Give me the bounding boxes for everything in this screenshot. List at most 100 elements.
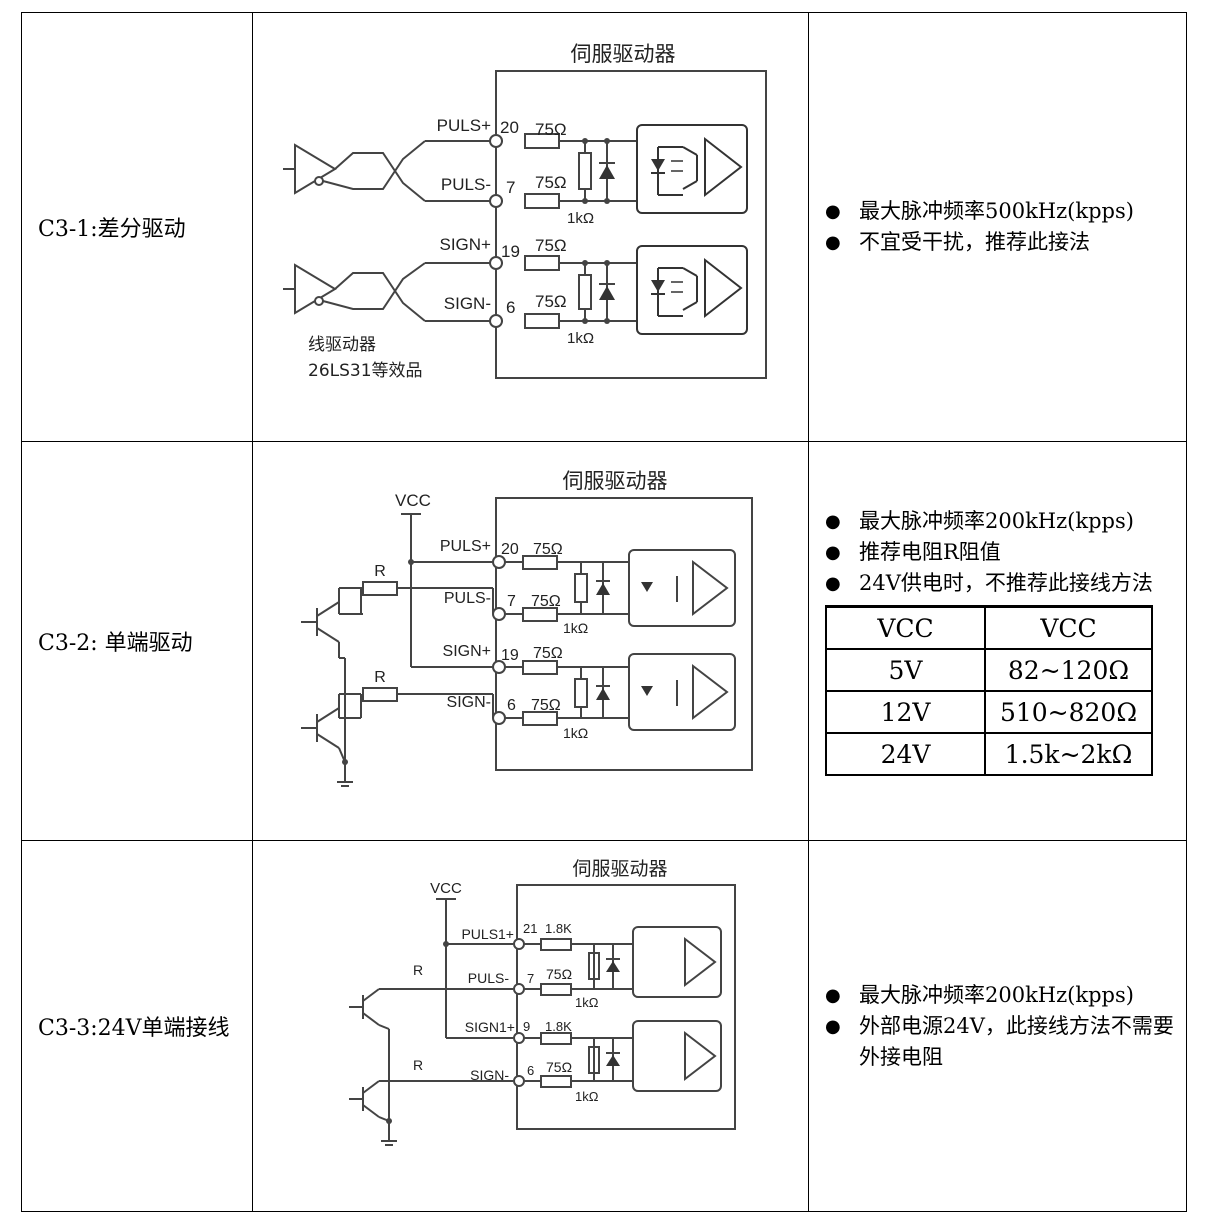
driver-title: 伺服驱动器 bbox=[572, 858, 667, 880]
list-item: 最大脉冲频率500kHz(kpps) bbox=[825, 196, 1186, 227]
table-cell: 24V bbox=[825, 732, 986, 776]
transistor-icon bbox=[301, 601, 361, 787]
resistor-r-label: R bbox=[413, 1057, 423, 1073]
list-item: 最大脉冲频率200kHz(kpps) bbox=[825, 980, 1186, 1011]
driver-title: 伺服驱动器 bbox=[563, 469, 668, 493]
pin-number: 6 bbox=[506, 298, 515, 317]
table-cell: VCC bbox=[984, 605, 1153, 650]
resistor-label: 75Ω bbox=[546, 1059, 572, 1075]
vcc-label: VCC bbox=[395, 491, 431, 510]
row-label: C3-3:24V单端接线 bbox=[21, 840, 253, 1212]
pin-label: PULS- bbox=[468, 970, 510, 986]
pin-number: 20 bbox=[501, 541, 519, 558]
table-row: C3-3:24V单端接线 伺服驱动器 VCC bbox=[21, 840, 1187, 1212]
shunt-label: 1kΩ bbox=[563, 620, 588, 636]
resistor-r-label: R bbox=[413, 962, 423, 978]
resistor-label: 75Ω bbox=[533, 645, 563, 662]
driver-title: 伺服驱动器 bbox=[571, 42, 676, 66]
table-cell: 1.5k~2kΩ bbox=[984, 732, 1153, 776]
table-row: C3-2: 单端驱动 伺服驱动器 VCC bbox=[21, 441, 1187, 841]
shunt-label: 1kΩ bbox=[567, 210, 594, 227]
table-cell: 510~820Ω bbox=[984, 690, 1153, 734]
table-cell: 82~120Ω bbox=[984, 648, 1153, 692]
pin-number: 21 bbox=[523, 921, 537, 936]
pin-number: 6 bbox=[507, 697, 516, 714]
table-cell: 12V bbox=[825, 690, 986, 734]
diagram-cell: 伺服驱动器 VCC bbox=[252, 840, 809, 1212]
notes-list: 最大脉冲频率200kHz(kpps) 推荐电阻R阻值 24V供电时，不推荐此接线… bbox=[825, 506, 1186, 599]
pin-label: SIGN1+ bbox=[465, 1019, 515, 1035]
pin-label: SIGN+ bbox=[443, 643, 491, 660]
shunt-label: 1kΩ bbox=[575, 1089, 599, 1104]
list-item: 24V供电时，不推荐此接线方法 bbox=[825, 568, 1186, 599]
resistor-label: 1.8K bbox=[545, 921, 572, 936]
row-label: C3-1:差分驱动 bbox=[21, 12, 253, 442]
line-driver-icon bbox=[283, 140, 426, 322]
resistor-value-table: VCC VCC 5V 82~120Ω 12V 510~820Ω 24V 1.5k… bbox=[825, 605, 1153, 776]
optocoupler-icon bbox=[636, 245, 748, 335]
pin-label: PULS- bbox=[444, 590, 491, 607]
driver-note: 26LS31等效品 bbox=[308, 361, 423, 381]
notes-cell: 最大脉冲频率200kHz(kpps) 推荐电阻R阻值 24V供电时，不推荐此接线… bbox=[808, 441, 1187, 841]
pin-number: 7 bbox=[507, 593, 516, 610]
resistor-label: 1.8K bbox=[545, 1019, 572, 1034]
pin-number: 19 bbox=[501, 242, 520, 261]
table-row: VCC VCC bbox=[825, 605, 1153, 650]
pin-label: SIGN+ bbox=[440, 235, 492, 254]
resistor-label: 75Ω bbox=[531, 697, 561, 714]
single-ended-drive-diagram: 伺服驱动器 VCC bbox=[301, 469, 753, 787]
pin-number: 19 bbox=[501, 647, 519, 664]
list-item: 最大脉冲频率200kHz(kpps) bbox=[825, 506, 1186, 537]
pin-label: PULS+ bbox=[437, 116, 491, 135]
optocoupler-icon bbox=[632, 926, 722, 1092]
list-item: 不宜受干扰，推荐此接法 bbox=[825, 227, 1186, 258]
pin-number: 6 bbox=[527, 1063, 534, 1078]
shunt-label: 1kΩ bbox=[575, 995, 599, 1010]
row-label: C3-2: 单端驱动 bbox=[21, 441, 253, 841]
pin-label: SIGN- bbox=[447, 694, 491, 711]
resistor-label: 75Ω bbox=[546, 966, 572, 982]
list-item: 外部电源24V，此接线方法不需要外接电阻 bbox=[825, 1011, 1186, 1073]
pin-label: SIGN- bbox=[470, 1067, 509, 1083]
resistor-label: 75Ω bbox=[535, 120, 567, 139]
pin-number: 7 bbox=[527, 971, 534, 986]
notes-cell: 最大脉冲频率500kHz(kpps) 不宜受干扰，推荐此接法 bbox=[808, 12, 1187, 442]
sign-channel: SIGN+ SIGN- 19 6 75Ω 75Ω bbox=[425, 235, 748, 347]
resistor-r-label: R bbox=[374, 563, 386, 580]
pin-label: PULS+ bbox=[440, 538, 491, 555]
driver-note: 线驱动器 bbox=[308, 335, 376, 355]
table-row: 5V 82~120Ω bbox=[825, 648, 1153, 692]
notes-list: 最大脉冲频率200kHz(kpps) 外部电源24V，此接线方法不需要外接电阻 bbox=[825, 980, 1186, 1073]
table-row: 12V 510~820Ω bbox=[825, 690, 1153, 734]
shunt-label: 1kΩ bbox=[563, 725, 588, 741]
differential-drive-diagram: 伺服驱动器 PULS+ PULS- 20 7 75Ω 75Ω bbox=[283, 42, 767, 381]
diagram-cell: 伺服驱动器 VCC bbox=[252, 441, 809, 841]
vcc-label: VCC bbox=[430, 880, 462, 897]
pin-label: PULS- bbox=[441, 175, 491, 194]
pin-label: PULS1+ bbox=[461, 926, 514, 942]
resistor-label: 75Ω bbox=[535, 173, 567, 192]
pin-label: SIGN- bbox=[444, 294, 491, 313]
resistor-r-label: R bbox=[374, 669, 386, 686]
optocoupler-icon bbox=[628, 549, 736, 731]
table-row: 24V 1.5k~2kΩ bbox=[825, 732, 1153, 776]
shunt-label: 1kΩ bbox=[567, 330, 594, 347]
diagram-cell: 伺服驱动器 PULS+ PULS- 20 7 75Ω 75Ω bbox=[252, 12, 809, 442]
optocoupler-icon bbox=[636, 124, 748, 214]
pin-number: 20 bbox=[500, 118, 519, 137]
wiring-table: C3-1:差分驱动 bbox=[21, 12, 1187, 1212]
list-item: 推荐电阻R阻值 bbox=[825, 537, 1186, 568]
notes-cell: 最大脉冲频率200kHz(kpps) 外部电源24V，此接线方法不需要外接电阻 bbox=[808, 840, 1187, 1212]
table-cell: 5V bbox=[825, 648, 986, 692]
resistor-label: 75Ω bbox=[531, 593, 561, 610]
notes-list: 最大脉冲频率500kHz(kpps) 不宜受干扰，推荐此接法 bbox=[825, 196, 1186, 258]
resistor-label: 75Ω bbox=[533, 541, 563, 558]
pin-number: 7 bbox=[506, 178, 515, 197]
pin-number: 9 bbox=[523, 1019, 530, 1034]
table-row: C3-1:差分驱动 bbox=[21, 12, 1187, 442]
24v-single-ended-diagram: 伺服驱动器 VCC bbox=[349, 858, 736, 1146]
table-cell: VCC bbox=[825, 605, 986, 650]
resistor-label: 75Ω bbox=[535, 236, 567, 255]
resistor-label: 75Ω bbox=[535, 292, 567, 311]
puls-channel: PULS+ PULS- 20 7 75Ω 75Ω bbox=[425, 116, 748, 227]
